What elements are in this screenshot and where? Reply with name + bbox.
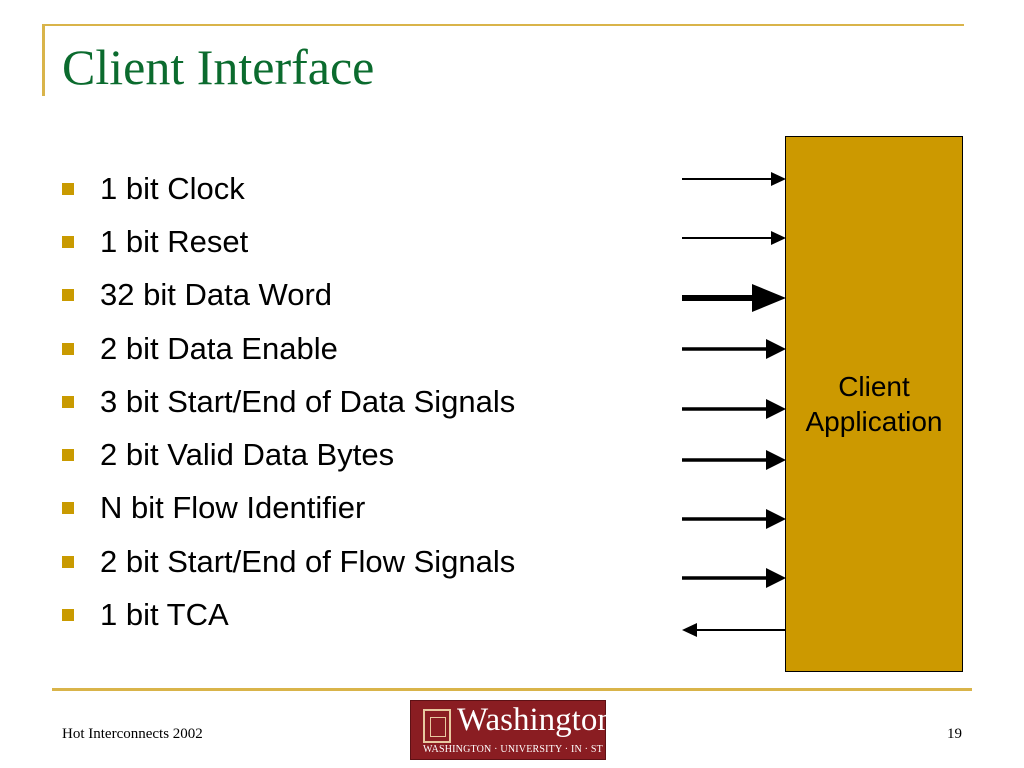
bullet-item: 3 bit Start/End of Data Signals — [62, 375, 515, 428]
tca-arrow-icon — [682, 623, 697, 637]
bullet-text: N bit Flow Identifier — [100, 490, 366, 526]
slide-title: Client Interface — [62, 39, 375, 95]
footer-rule — [52, 688, 972, 691]
client-label-line1: Client — [838, 371, 910, 402]
client-application-label: Client Application — [806, 369, 943, 439]
bullet-text: 2 bit Valid Data Bytes — [100, 437, 395, 473]
bullet-item: 1 bit Clock — [62, 162, 515, 215]
square-bullet-icon — [62, 395, 74, 408]
client-label-line2: Application — [805, 406, 943, 437]
logo-subtitle: WASHINGTON · UNIVERSITY · IN · ST · LOUI… — [423, 744, 643, 755]
university-seal-icon — [423, 709, 451, 743]
flow-identifier-arrow-icon — [766, 509, 786, 529]
bullet-item: 1 bit TCA — [62, 588, 515, 641]
bullet-item: 32 bit Data Word — [62, 269, 515, 322]
bullet-item: N bit Flow Identifier — [62, 482, 515, 535]
bullet-item: 2 bit Data Enable — [62, 322, 515, 375]
clock-arrow-icon — [771, 172, 786, 186]
bullet-item: 2 bit Valid Data Bytes — [62, 428, 515, 481]
bullet-list: 1 bit Clock 1 bit Reset 32 bit Data Word… — [62, 162, 515, 642]
start-end-data-arrow-icon — [766, 399, 786, 419]
washington-university-logo: Washington WASHINGTON · UNIVERSITY · IN … — [410, 700, 642, 760]
bullet-text: 1 bit Reset — [100, 223, 249, 259]
square-bullet-icon — [62, 449, 74, 462]
reset-arrow-icon — [771, 231, 786, 245]
frame-top-rule — [42, 24, 964, 26]
bullet-text: 32 bit Data Word — [100, 277, 333, 313]
square-bullet-icon — [62, 235, 74, 248]
footer-conference: Hot Interconnects 2002 — [62, 726, 203, 742]
bullet-text: 2 bit Start/End of Flow Signals — [100, 543, 516, 579]
client-application-box: Client Application — [785, 136, 963, 672]
bullet-text: 1 bit TCA — [100, 597, 229, 633]
start-end-flow-arrow-icon — [766, 568, 786, 588]
bullet-text: 2 bit Data Enable — [100, 330, 338, 366]
square-bullet-icon — [62, 555, 74, 568]
frame-left-rule — [42, 26, 45, 96]
bullet-text: 3 bit Start/End of Data Signals — [100, 383, 516, 419]
data-enable-arrow-icon — [766, 339, 786, 359]
square-bullet-icon — [62, 289, 74, 302]
bullet-item: 1 bit Reset — [62, 215, 515, 268]
data-word-arrow-icon — [752, 284, 786, 312]
square-bullet-icon — [62, 609, 74, 622]
bullet-text: 1 bit Clock — [100, 170, 245, 206]
square-bullet-icon — [62, 342, 74, 355]
logo-wordmark: Washington — [457, 702, 614, 738]
bullet-item: 2 bit Start/End of Flow Signals — [62, 535, 515, 588]
page-number: 19 — [947, 726, 962, 742]
square-bullet-icon — [62, 182, 74, 195]
square-bullet-icon — [62, 502, 74, 515]
valid-data-bytes-arrow-icon — [766, 450, 786, 470]
